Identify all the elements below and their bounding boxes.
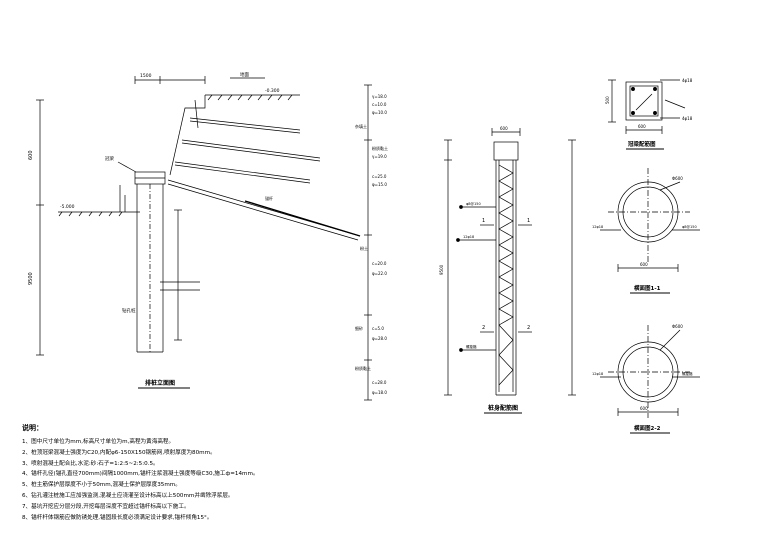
title-pile-rebar: 桩身配筋图 bbox=[488, 404, 518, 412]
section-2-2: Φ600 12φ18 螺旋箍 600 横面图2-2 bbox=[592, 324, 700, 434]
s2-width: 600 bbox=[640, 406, 648, 411]
layer4-name: 细砂 bbox=[355, 325, 363, 331]
s2-dia: Φ600 bbox=[672, 324, 683, 329]
section-1-1: Φ600 12φ18 φ8@150 600 横面图1-1 bbox=[592, 168, 700, 294]
s2-stirrup: 螺旋箍 bbox=[682, 371, 693, 376]
layer3-p1: c=20.0 bbox=[372, 261, 387, 266]
s1-stirrup: φ8@150 bbox=[682, 225, 697, 229]
rebar-b: 4φ18 bbox=[682, 116, 693, 121]
layer4-p2: φ=28.0 bbox=[372, 336, 387, 341]
mark-1-right: 1 bbox=[527, 218, 530, 224]
mark-1-left: 1 bbox=[482, 218, 485, 224]
dim-left-upper: 600 bbox=[28, 150, 34, 160]
pile-label: 钻孔桩 bbox=[122, 307, 136, 314]
title-section1: 横面图1-1 bbox=[634, 284, 661, 292]
layer1-name: 杂填土 bbox=[355, 123, 367, 129]
pile-length-dim: 9500 bbox=[439, 264, 444, 275]
layer1-p1: γ=18.0 bbox=[372, 94, 387, 99]
layer2-p1: γ=19.0 bbox=[372, 154, 387, 159]
retaining-elevation: 600 9500 1500 地面 -0.300 锚杆 bbox=[28, 71, 361, 389]
note-item: 5、桩主筋保护层厚度不小于50mm,混凝土保护层厚度35mm。 bbox=[22, 482, 181, 489]
note-item: 6、钻孔灌注桩施工应加强监测,混凝土应浇灌至设计标高以上500mm并凿除浮浆层。 bbox=[22, 492, 234, 499]
s1-main: 12φ18 bbox=[592, 225, 603, 229]
capbeam-label: 冠梁 bbox=[105, 155, 114, 162]
layer5-p1: c=28.0 bbox=[372, 380, 387, 385]
note-item: 8、锚杆杆体钢筋应做防锈处理,锚固段长度必须满足设计要求,锚杆倾角15°。 bbox=[22, 514, 213, 521]
elev-top: -0.300 bbox=[265, 88, 280, 94]
spiral-label: 螺旋箍 bbox=[466, 344, 477, 349]
cap-h-dim: 500 bbox=[605, 96, 610, 104]
mark-2-right: 2 bbox=[527, 325, 530, 331]
title-section2: 横面图2-2 bbox=[634, 424, 661, 432]
mark-2-left: 2 bbox=[482, 325, 485, 331]
pile-width-dim: 600 bbox=[500, 126, 508, 131]
anchor-rods: 锚杆 bbox=[167, 117, 361, 241]
notes-title: 说明： bbox=[22, 424, 43, 432]
stirrup-label: φ8@150 bbox=[466, 202, 481, 206]
anchor-label: 锚杆 bbox=[265, 195, 273, 201]
layer2-p3: φ=15.0 bbox=[372, 182, 387, 187]
note-item: 7、基坑开挖应分层分段,开挖每层深度不宜超过锚杆标高以下施工。 bbox=[22, 503, 190, 510]
layer1-p3: φ=10.0 bbox=[372, 110, 387, 115]
capbeam-detail: 500 4φ18 4φ18 600 冠梁配筋图 bbox=[605, 78, 693, 150]
layer4-p1: c=5.0 bbox=[372, 326, 384, 331]
layer5-name: 粉质黏土 bbox=[355, 365, 371, 371]
layer3-name: 粉土 bbox=[360, 245, 368, 251]
note-item: 1、图中尺寸单位为mm,标高尺寸单位为m,高程为黄海高程。 bbox=[22, 439, 175, 445]
pile-rebar-detail: 600 9500 1 1 2 2 φ8@150 bbox=[439, 126, 576, 414]
note-item: 2、桩顶冠梁混凝土强度为C20,内配φ6-150X150钢筋网,喷射厚度为80m… bbox=[22, 449, 216, 456]
rebar-a: 4φ18 bbox=[682, 78, 693, 83]
note-item: 3、喷射混凝土配合比,水泥:砂:石子=1:2:5~2:5:0.5。 bbox=[22, 460, 159, 467]
layer2-p2: c=25.0 bbox=[372, 174, 387, 179]
ground-label: 地面 bbox=[240, 71, 249, 78]
layer3-p2: φ=22.0 bbox=[372, 271, 387, 276]
elev-pit: -5.000 bbox=[60, 204, 75, 210]
s1-width: 600 bbox=[640, 262, 648, 267]
layer1-p2: c=10.0 bbox=[372, 102, 387, 107]
note-item: 4、锚杆孔径(锚孔直径700mm)间隔1000mm,锚杆注浆混凝土强度等级C30… bbox=[22, 471, 259, 478]
title-retaining: 排桩立面图 bbox=[145, 379, 175, 387]
cap-w-dim: 600 bbox=[638, 124, 646, 129]
s2-main: 12φ18 bbox=[592, 372, 603, 376]
notes-block: 说明： 1、图中尺寸单位为mm,标高尺寸单位为m,高程为黄海高程。 2、桩顶冠梁… bbox=[22, 423, 382, 523]
s1-dia: Φ600 bbox=[672, 176, 683, 181]
soil-column: 杂填土 γ=18.0 c=10.0 φ=10.0 粉质黏土 γ=19.0 c=2… bbox=[355, 84, 388, 401]
main-bar-label: 12φ18 bbox=[463, 235, 474, 239]
layer2-name: 粉质黏土 bbox=[372, 145, 388, 151]
dim-top: 1500 bbox=[140, 73, 152, 79]
pile-shaft: 钻孔桩 bbox=[122, 184, 164, 353]
dim-left-lower: 9500 bbox=[28, 272, 34, 285]
title-capbeam: 冠梁配筋图 bbox=[628, 140, 656, 148]
layer5-p2: φ=18.0 bbox=[372, 390, 387, 395]
